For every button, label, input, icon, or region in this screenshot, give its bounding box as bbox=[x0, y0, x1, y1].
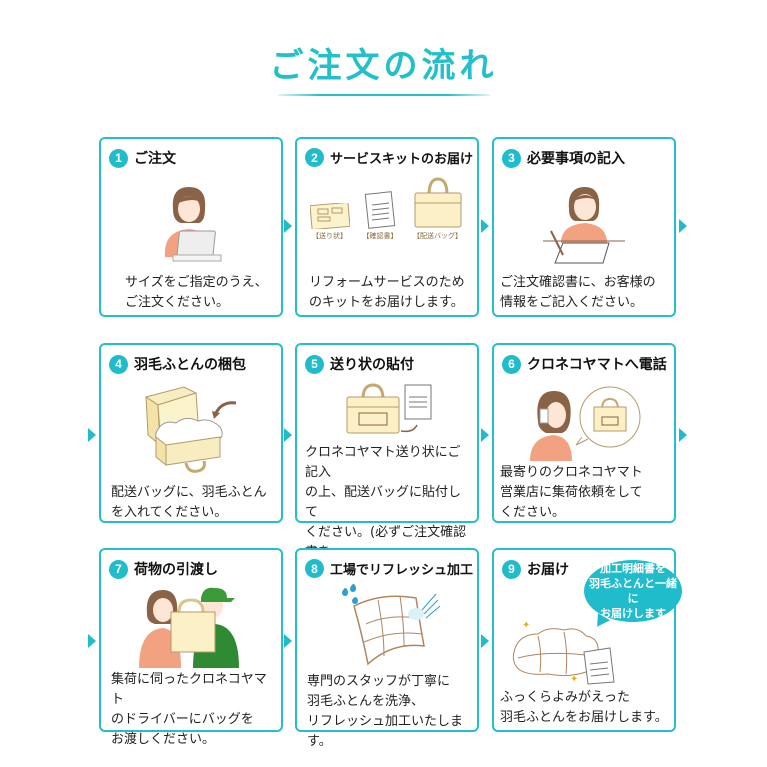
step-number-badge: 2 bbox=[305, 148, 324, 167]
confirmation-form-icon bbox=[364, 191, 396, 229]
kit-label: 【送り状】 bbox=[312, 232, 347, 240]
kit-label: 【配送バッグ】 bbox=[413, 232, 462, 240]
step-description: ご注文確認書に、お客様の 情報をご記入ください。 bbox=[500, 275, 656, 310]
step-description: 配送バッグに、羽毛ふとん を入れてください。 bbox=[111, 485, 267, 520]
arrow-right-icon bbox=[481, 219, 489, 233]
step-title: 荷物の引渡し bbox=[134, 562, 218, 578]
step-title: 必要事項の記入 bbox=[527, 151, 625, 167]
arrow-right-icon bbox=[481, 634, 489, 648]
step-3-card: 3 必要事項の記入 ご注文確認書に、お客様の 情報をご記入ください。 bbox=[492, 137, 676, 317]
arrow-right-icon bbox=[481, 428, 489, 442]
step-6-card: 6 クロネコヤマトへ電話 最寄りのクロネコヤマト 営業店に集荷依頼をして くださ… bbox=[492, 343, 676, 523]
handover-illustration bbox=[101, 584, 281, 668]
arrow-right-icon bbox=[88, 428, 96, 442]
delivery-bag-icon bbox=[414, 177, 461, 228]
service-kit-illustration: 【送り状】 【確認書】 【配送バッグ】 bbox=[297, 177, 477, 241]
title-underline bbox=[278, 94, 490, 96]
step-7-card: 7 荷物の引渡し 集荷に伺ったクロネコヤマト のドライバーにバッグを お渡しくだ… bbox=[99, 548, 283, 747]
step-9-card: 9 お届け 加工明細書を 羽毛ふとんと一緒に お届けします ✦ ✦ ふっくらよみ… bbox=[492, 548, 682, 732]
futon-box-illustration bbox=[101, 383, 281, 473]
step-number-badge: 3 bbox=[502, 148, 521, 168]
svg-text:✦: ✦ bbox=[522, 620, 530, 631]
step-description: 集荷に伺ったクロネコヤマト のドライバーにバッグを お渡しください。 bbox=[111, 672, 267, 747]
futon-washing-illustration bbox=[297, 584, 477, 668]
bag-label-illustration bbox=[297, 381, 477, 437]
woman-writing-illustration bbox=[494, 179, 674, 269]
step-5-card: 5 送り状の貼付 クロネコヤマト送り状にご記入 の上、配送バッグに貼付して くだ… bbox=[295, 343, 479, 580]
step-title: 送り状の貼付 bbox=[330, 357, 414, 373]
arrow-right-icon bbox=[679, 219, 687, 233]
svg-text:✦: ✦ bbox=[570, 674, 578, 685]
arrow-right-icon bbox=[284, 428, 292, 442]
woman-phone-illustration bbox=[494, 381, 674, 461]
speech-bubble: 加工明細書を 羽毛ふとんと一緒に お届けします bbox=[584, 560, 682, 622]
step-title: 工場でリフレッシュ加工 bbox=[330, 563, 474, 578]
step-1-card: 1 ご注文 サイズをご指定のうえ、 ご注文ください。 bbox=[99, 137, 283, 317]
step-number-badge: 1 bbox=[109, 148, 128, 168]
arrow-right-icon bbox=[284, 219, 292, 233]
step-4-card: 4 羽毛ふとんの梱包 配送バッグに、羽毛ふとん を入れてください。 bbox=[99, 343, 283, 523]
fluffy-futon-illustration: ✦ ✦ bbox=[494, 620, 674, 686]
step-2-card: 2 サービスキットのお届け 【送り状】 【確認書】 bbox=[295, 137, 479, 317]
woman-laptop-illustration bbox=[101, 179, 281, 269]
arrow-right-icon bbox=[88, 634, 96, 648]
page-title: ご注文の流れ bbox=[269, 46, 498, 86]
step-title: お届け bbox=[527, 562, 569, 578]
step-title: ご注文 bbox=[134, 151, 176, 167]
step-number-badge: 7 bbox=[109, 559, 128, 579]
step-title: クロネコヤマトへ電話 bbox=[527, 357, 667, 373]
step-description: ふっくらよみがえった 羽毛ふとんをお届けします。 bbox=[500, 690, 668, 725]
arrow-right-icon bbox=[679, 428, 687, 442]
step-8-card: 8 工場でリフレッシュ加工 専門のスタッフが丁寧に 羽毛ふとんを洗浄、 リフレッ… bbox=[295, 548, 479, 749]
kit-label: 【確認書】 bbox=[362, 232, 398, 240]
arrow-right-icon bbox=[284, 634, 292, 648]
step-description: 最寄りのクロネコヤマト 営業店に集荷依頼をして ください。 bbox=[500, 465, 643, 520]
shipping-label-icon bbox=[309, 203, 350, 229]
step-title: サービスキットのお届け bbox=[330, 152, 474, 167]
step-number-badge: 8 bbox=[305, 559, 324, 578]
step-title: 羽毛ふとんの梱包 bbox=[134, 357, 246, 373]
step-description: サイズをご指定のうえ、 ご注文ください。 bbox=[125, 275, 268, 310]
step-number-badge: 6 bbox=[502, 354, 521, 374]
step-number-badge: 5 bbox=[305, 354, 324, 374]
step-number-badge: 9 bbox=[502, 559, 521, 579]
step-description: リフォームサービスのため のキットをお届けします。 bbox=[309, 275, 465, 310]
step-number-badge: 4 bbox=[109, 354, 128, 374]
step-description: 専門のスタッフが丁寧に 羽毛ふとんを洗浄、 リフレッシュ加工いたします。 bbox=[307, 674, 464, 749]
